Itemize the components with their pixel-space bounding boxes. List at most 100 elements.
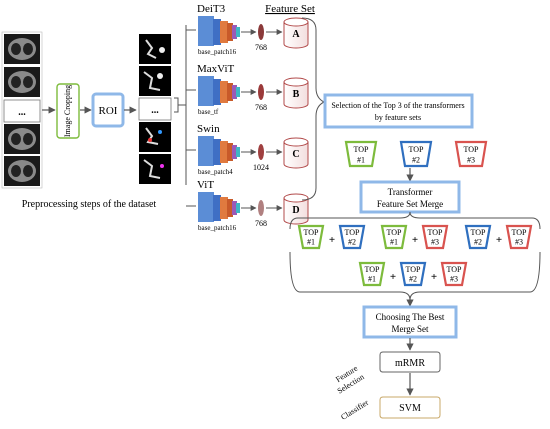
- feature-vector-icon: [258, 200, 264, 216]
- top-label: TOP: [464, 145, 480, 154]
- top-rank: #3: [515, 238, 523, 247]
- model-variant: base_tf: [198, 108, 219, 116]
- best-merge-line1: Choosing The Best: [376, 312, 445, 322]
- selection-box: [323, 93, 474, 129]
- top-badge-3: TOP#3: [440, 261, 468, 287]
- encoder-block: [227, 23, 233, 41]
- encoder-block: [232, 145, 237, 159]
- plus-sign: +: [412, 234, 418, 246]
- encoder-block: [227, 143, 233, 161]
- top-rank: #3: [431, 238, 439, 247]
- top-rank: #2: [409, 275, 417, 284]
- encoder-block: [236, 27, 240, 37]
- roi-label: ROI: [99, 105, 118, 117]
- top-rank: #2: [412, 155, 420, 164]
- top-label: TOP: [428, 228, 444, 237]
- top-label: TOP: [365, 265, 381, 274]
- top-badge-3: TOP#3: [505, 224, 533, 250]
- encoder-block: [213, 79, 221, 105]
- top-badge-3: TOP#3: [421, 224, 449, 250]
- top-badge-1: TOP#1: [358, 261, 386, 287]
- ct-slices-raw: ...: [1, 31, 43, 189]
- svm-box: [379, 396, 441, 419]
- mrmr-label: mRMR: [395, 358, 425, 369]
- feature-set-letter: B: [293, 89, 300, 100]
- top-rank: #1: [357, 155, 365, 164]
- model-variant: base_patch16: [198, 48, 237, 56]
- encoder-block: [227, 83, 233, 101]
- encoder-block: [220, 197, 228, 219]
- top-badge-2: TOP#2: [338, 224, 366, 250]
- roi-ellipsis: ...: [151, 105, 159, 116]
- merge-combinations: TOP#1+TOP#2TOP#1+TOP#3TOP#2+TOP#3TOP#1+T…: [297, 224, 533, 287]
- top-badge-1: TOP#1: [297, 224, 325, 250]
- feature-set-letter: C: [292, 149, 299, 160]
- top-badge-2: TOP#2: [464, 224, 492, 250]
- top-label: TOP: [512, 228, 528, 237]
- model-variant: base_patch4: [198, 168, 233, 176]
- encoder-block: [213, 195, 221, 221]
- plus-sign: +: [329, 234, 335, 246]
- model-name: ViT: [197, 179, 214, 191]
- selection-line2: by feature sets: [375, 113, 421, 122]
- encoder-block: [227, 199, 233, 217]
- image-cropping-box: [56, 83, 80, 139]
- raw-ellipsis: ...: [18, 107, 26, 118]
- best-merge-box: [362, 305, 458, 339]
- encoder-block: [198, 192, 214, 222]
- plus-sign: +: [431, 271, 437, 283]
- top-label: TOP: [345, 228, 361, 237]
- encoder-block: [232, 85, 237, 99]
- feature-vector-icon: [258, 144, 264, 160]
- top-badge-2: TOP#2: [399, 140, 433, 168]
- combos-brace-top: [289, 211, 541, 230]
- feature-dim: 768: [255, 43, 267, 52]
- feature-set-header: Feature Set: [265, 3, 315, 15]
- encoder-block: [213, 139, 221, 165]
- model-name: Swin: [197, 123, 220, 135]
- encoder-block: [198, 16, 214, 46]
- top-rank: #1: [368, 275, 376, 284]
- top-badge-1: TOP#1: [380, 224, 408, 250]
- encoder-block: [236, 87, 240, 97]
- preprocessing-section: ... Image Cropping ROI ...: [1, 31, 186, 210]
- feature-vector-icon: [258, 24, 264, 40]
- model-row-vit: ViT base_patch16 768 D: [186, 179, 309, 232]
- database-icon: [283, 81, 309, 109]
- top-rank: #3: [450, 275, 458, 284]
- merge-line2: Feature Set Merge: [377, 199, 443, 209]
- top-badge-1: TOP#1: [344, 140, 378, 168]
- encoder-block: [232, 201, 237, 215]
- encoder-block: [213, 19, 221, 45]
- encoder-block: [220, 21, 228, 43]
- plus-sign: +: [390, 271, 396, 283]
- model-name: MaxViT: [197, 63, 235, 75]
- top-rank: #2: [474, 238, 482, 247]
- encoder-block: [198, 136, 214, 166]
- feature-set-letter: A: [292, 29, 300, 40]
- feature-vector-icon: [258, 84, 264, 100]
- feature-dim: 768: [255, 219, 267, 228]
- encoder-block: [236, 203, 240, 213]
- database-icon: [283, 21, 309, 49]
- model-row-deit3: DeiT3 base_patch16 768 A: [186, 3, 309, 56]
- top-rank: #2: [348, 238, 356, 247]
- top-badge-2: TOP#2: [399, 261, 427, 287]
- feature-set-letter: D: [292, 205, 299, 216]
- model-name: DeiT3: [197, 3, 226, 15]
- encoder-block: [198, 76, 214, 106]
- merge-box: [359, 180, 461, 214]
- top-rank: #1: [390, 238, 398, 247]
- top-rank: #3: [467, 155, 475, 164]
- top-badge-3: TOP#3: [454, 140, 488, 168]
- model-variant: base_patch16: [198, 224, 237, 232]
- encoder-block: [220, 81, 228, 103]
- top-label: TOP: [406, 265, 422, 274]
- encoder-block: [232, 25, 237, 39]
- encoder-block: [236, 147, 240, 157]
- ct-slices-roi: ...: [138, 34, 172, 184]
